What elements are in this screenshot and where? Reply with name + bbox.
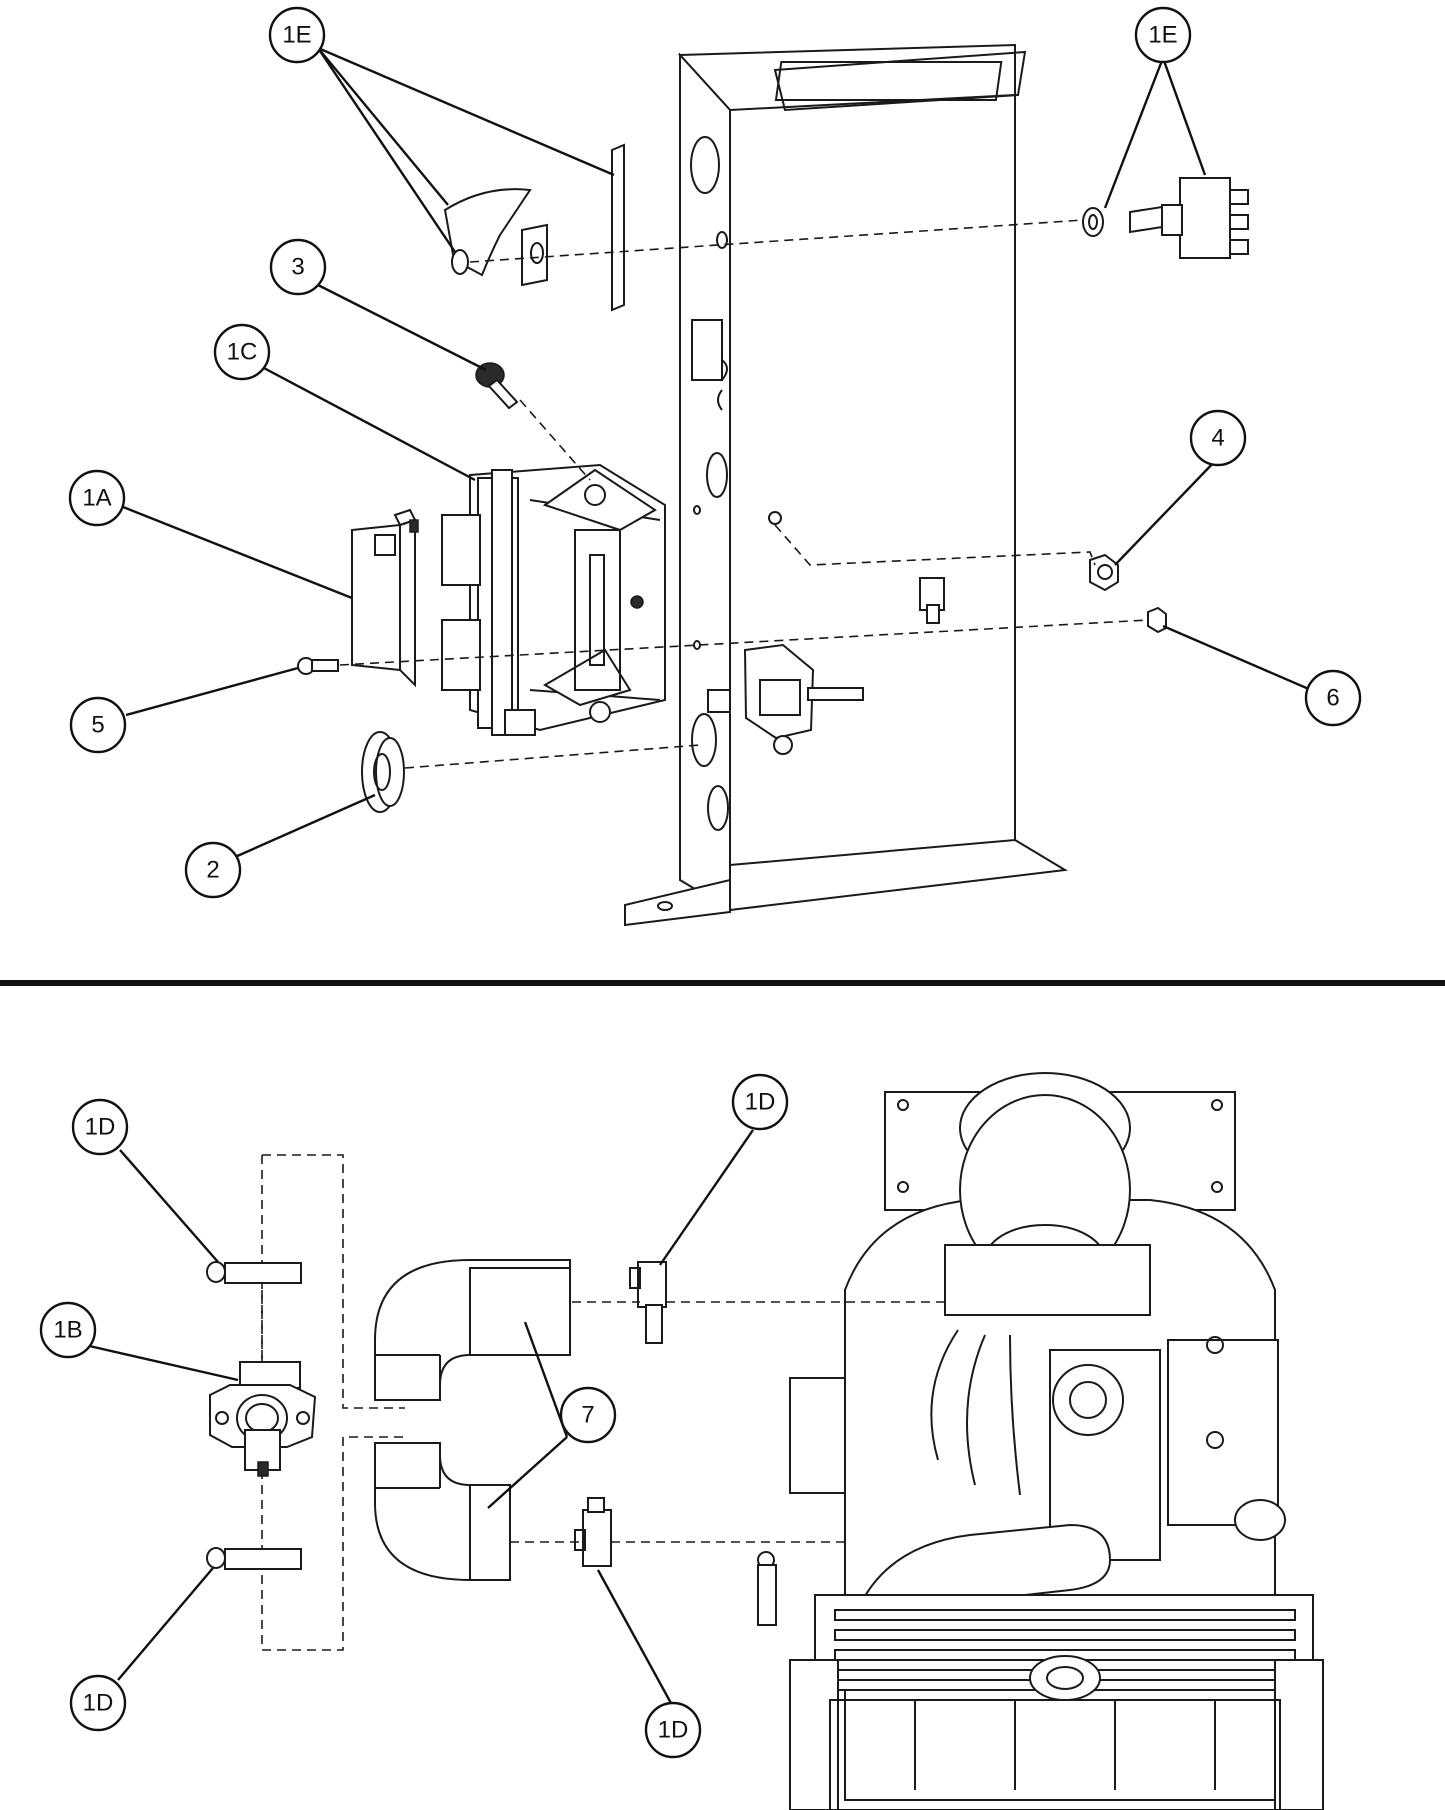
callout-1d-bottom-center: 1D <box>644 1701 702 1759</box>
callout-1b-label: 1B <box>53 1317 82 1344</box>
mounting-screw <box>475 362 519 410</box>
engine <box>757 1072 1324 1810</box>
temp-sensor-bottom <box>574 1497 612 1567</box>
elbow-hose-lower <box>374 1442 511 1581</box>
top-assembly <box>297 43 1249 927</box>
callout-1d-bottom-center-label: 1D <box>658 1717 689 1744</box>
callout-3: 3 <box>269 238 327 296</box>
pressure-sensor <box>209 1361 317 1477</box>
assembly-line-3 <box>519 399 591 481</box>
switch-plate-parts <box>443 143 625 312</box>
callout-5: 5 <box>69 696 127 754</box>
sensor-connector-bottom-left <box>206 1547 302 1570</box>
callout-1d-bottom-left-label: 1D <box>83 1690 114 1717</box>
callout-6: 6 <box>1304 669 1362 727</box>
callout-4: 4 <box>1189 409 1247 467</box>
callout-2-label: 2 <box>206 857 219 884</box>
callout-1e-left-label: 1E <box>282 22 311 49</box>
callout-1a-label: 1A <box>82 485 111 512</box>
controller-module <box>441 463 666 736</box>
callout-1c-label: 1C <box>227 339 258 366</box>
sensor-connector-top-left <box>206 1261 302 1284</box>
callout-5-label: 5 <box>91 712 104 739</box>
elbow-hose-upper <box>374 1259 571 1401</box>
callout-1a: 1A <box>68 469 126 527</box>
grommet <box>361 731 405 813</box>
callout-1d-top-center-label: 1D <box>745 1089 776 1116</box>
callout-6-label: 6 <box>1326 685 1339 712</box>
connector-housing <box>351 508 419 688</box>
mounting-bracket <box>624 43 1069 927</box>
callout-1c: 1C <box>213 323 271 381</box>
callout-1d-bottom-left: 1D <box>69 1674 127 1732</box>
toggle-switch <box>1082 177 1249 259</box>
screw-5 <box>297 657 339 675</box>
callout-leaders <box>84 46 1319 1706</box>
callout-1e-right: 1E <box>1134 6 1192 64</box>
callout-1d-top-left-label: 1D <box>85 1114 116 1141</box>
callout-1b: 1B <box>39 1301 97 1359</box>
assembly-line-1e <box>469 219 1084 263</box>
circuit-breaker <box>707 643 864 755</box>
callout-1d-top-left: 1D <box>71 1098 129 1156</box>
fitting <box>919 577 945 624</box>
temp-sensor-top <box>629 1261 667 1344</box>
nut-6 <box>1147 606 1167 634</box>
nut-4 <box>1089 553 1119 592</box>
callout-1e-left: 1E <box>268 6 326 64</box>
bottom-assembly <box>206 1072 1324 1810</box>
callout-2: 2 <box>184 841 242 899</box>
callout-4-label: 4 <box>1211 425 1224 452</box>
assembly-line-2 <box>404 744 701 769</box>
callout-1d-top-center: 1D <box>731 1073 789 1131</box>
callout-3-label: 3 <box>291 254 304 281</box>
callout-1e-right-label: 1E <box>1148 22 1177 49</box>
callout-7: 7 <box>559 1386 617 1444</box>
callout-7-label: 7 <box>581 1402 594 1429</box>
